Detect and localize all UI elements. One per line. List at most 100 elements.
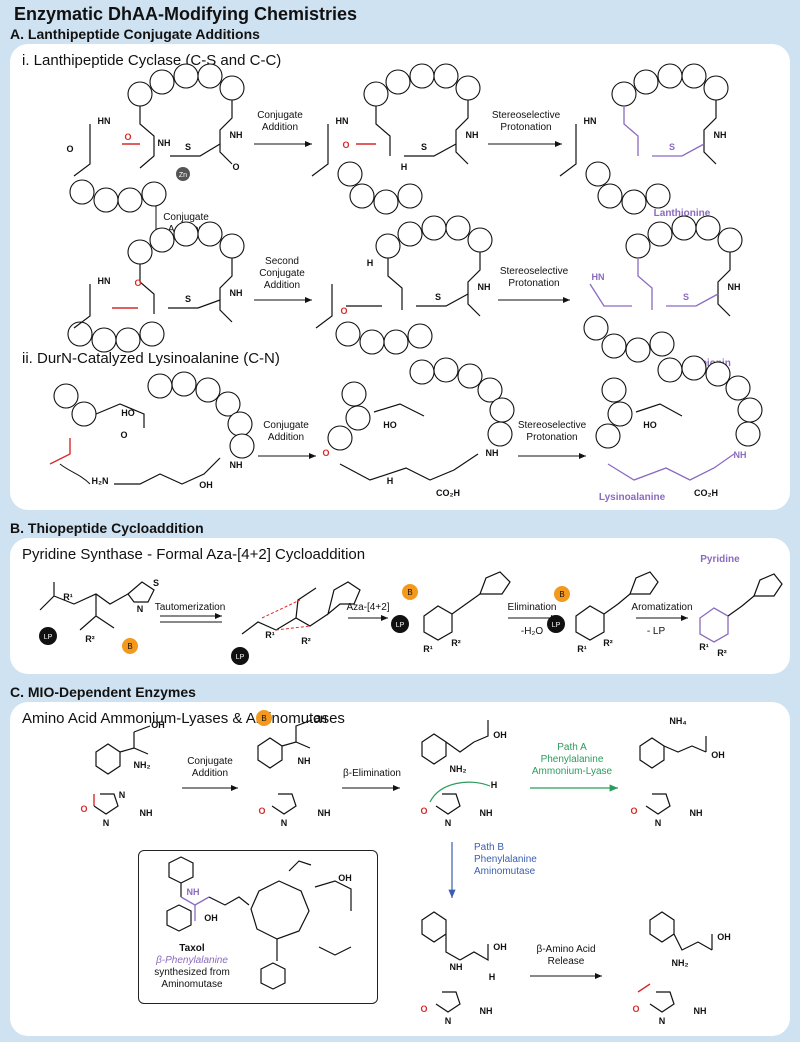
phenylalanine-mio-substrate: OH NH₂ N N O NH — [80, 720, 164, 828]
svg-text:Stereoselective: Stereoselective — [500, 266, 569, 277]
svg-text:O: O — [632, 1004, 639, 1014]
svg-text:H: H — [401, 162, 408, 172]
svg-text:H: H — [489, 972, 496, 982]
svg-text:N: N — [137, 604, 144, 614]
svg-text:Conjugate: Conjugate — [187, 756, 233, 767]
svg-text:- LP: - LP — [647, 626, 666, 637]
section-c-heading: C. MIO-Dependent Enzymes — [10, 684, 196, 700]
svg-text:Release: Release — [548, 956, 585, 967]
svg-text:LP: LP — [552, 622, 561, 629]
lysinoalanine-substrate: HO O H₂N OH NH — [49, 371, 255, 490]
product-lanthionine: Lanthionine — [654, 208, 711, 219]
svg-text:Addition: Addition — [268, 432, 304, 443]
svg-text:NH: NH — [690, 808, 703, 818]
svg-text:B: B — [127, 642, 132, 651]
section-a-heading: A. Lanthipeptide Conjugate Additions — [10, 26, 260, 42]
pyridine-cycloadduct: B LP R¹ R² — [391, 571, 511, 654]
svg-text:O: O — [258, 806, 265, 816]
svg-text:Elimination: Elimination — [508, 602, 557, 613]
svg-text:S: S — [435, 292, 441, 302]
svg-text:CO₂H: CO₂H — [694, 488, 718, 498]
svg-text:Zn: Zn — [179, 172, 187, 179]
svg-text:LP: LP — [44, 634, 53, 641]
svg-text:B: B — [407, 588, 412, 597]
svg-text:OH: OH — [338, 873, 352, 883]
svg-text:NH: NH — [187, 887, 200, 897]
product-lysinoalanine: Lysinoalanine — [599, 492, 666, 503]
svg-text:Aminomutase: Aminomutase — [474, 866, 536, 877]
svg-text:N: N — [655, 818, 662, 828]
svg-text:O: O — [420, 1004, 427, 1014]
svg-text:Addition: Addition — [262, 122, 298, 133]
svg-text:β-Amino Acid: β-Amino Acid — [536, 944, 595, 955]
svg-text:R²: R² — [301, 636, 311, 646]
svg-text:N: N — [281, 818, 288, 828]
svg-text:O: O — [322, 448, 329, 458]
svg-text:R¹: R¹ — [699, 642, 709, 652]
svg-text:NH₂: NH₂ — [450, 764, 467, 774]
svg-text:β-Elimination: β-Elimination — [343, 768, 401, 779]
pyridine-tautomer: LP R¹ R² — [231, 581, 361, 665]
section-a-sub-i: i. Lanthipeptide Cyclase (C-S and C-C) — [22, 52, 282, 69]
svg-text:O: O — [630, 806, 637, 816]
svg-text:LP: LP — [396, 622, 405, 629]
svg-text:Stereoselective: Stereoselective — [518, 420, 587, 431]
mio-adduct: B OH NH O N NH — [256, 710, 331, 828]
svg-text:NH: NH — [728, 282, 741, 292]
svg-text:H: H — [387, 476, 394, 486]
macrocycle-2: HN O S NH H — [311, 63, 481, 215]
svg-text:B: B — [559, 590, 564, 599]
svg-text:Tautomerization: Tautomerization — [155, 602, 226, 613]
svg-text:N: N — [445, 818, 452, 828]
svg-text:N: N — [445, 1016, 452, 1026]
svg-text:OH: OH — [313, 714, 327, 724]
lp-badge — [39, 627, 57, 645]
svg-text:Ammonium-Lyase: Ammonium-Lyase — [532, 766, 613, 777]
svg-text:N: N — [103, 818, 110, 828]
macrocycle-3: HN O S NH — [67, 221, 245, 353]
svg-text:H: H — [491, 780, 498, 790]
svg-text:HN: HN — [592, 272, 605, 282]
svg-text:Phenylalanine: Phenylalanine — [474, 854, 537, 865]
svg-text:-H₂O: -H₂O — [521, 626, 543, 637]
taxol-structure: NH OH OH — [166, 856, 352, 990]
svg-text:O: O — [80, 804, 87, 814]
macrocycle-1: HN O NH S NH O O Zn — [66, 63, 245, 213]
pyridine-product: R¹ R² — [699, 573, 783, 658]
svg-text:Path B: Path B — [474, 842, 504, 853]
section-a-scheme: HN O NH S NH O O Zn Conjugate Addition H… — [49, 63, 763, 503]
svg-text:Path A: Path A — [557, 742, 587, 753]
svg-text:R²: R² — [717, 648, 727, 658]
lysinoalanine-product: HO CO₂H NH — [595, 355, 763, 498]
svg-text:NH: NH — [480, 1006, 493, 1016]
base-badge — [122, 638, 138, 654]
svg-text:R²: R² — [85, 634, 95, 644]
svg-text:Addition: Addition — [192, 768, 228, 779]
svg-text:NH: NH — [734, 450, 747, 460]
svg-text:HN: HN — [98, 276, 111, 286]
macrocycle-lanthionine: HN S NH — [559, 63, 729, 215]
svg-text:NH: NH — [158, 138, 171, 148]
svg-text:NH: NH — [298, 756, 311, 766]
svg-text:H₂N: H₂N — [92, 476, 109, 486]
svg-text:NH₄: NH₄ — [669, 716, 686, 726]
svg-text:Addition: Addition — [264, 280, 300, 291]
svg-text:HN: HN — [98, 116, 111, 126]
svg-text:Phenylalanine: Phenylalanine — [541, 754, 604, 765]
svg-text:NH: NH — [230, 460, 243, 470]
macrocycle-4: H O S NH — [315, 215, 493, 355]
svg-text:OH: OH — [493, 942, 507, 952]
svg-text:Protonation: Protonation — [508, 278, 559, 289]
section-b-panel: Pyridine Synthase - Formal Aza-[4+2] Cyc… — [10, 538, 790, 674]
svg-text:H: H — [367, 258, 374, 268]
svg-text:O: O — [340, 306, 347, 316]
svg-text:NH: NH — [450, 962, 463, 972]
elimination-intermediate: OH NH₂ O N NH H — [420, 720, 507, 828]
svg-text:NH: NH — [466, 130, 479, 140]
svg-text:R²: R² — [451, 638, 461, 648]
svg-text:O: O — [124, 132, 131, 142]
svg-text:NH: NH — [694, 1006, 707, 1016]
pyridine-dihydro: B LP R¹ R² — [547, 571, 659, 654]
svg-text:Protonation: Protonation — [526, 432, 577, 443]
svg-text:Conjugate: Conjugate — [163, 212, 209, 223]
